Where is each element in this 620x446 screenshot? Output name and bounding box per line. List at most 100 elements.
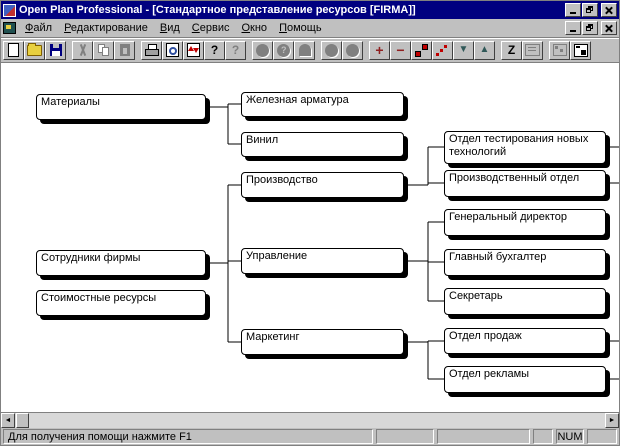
minimize-button[interactable] — [565, 3, 581, 17]
scroll-left-button[interactable]: ◄ — [1, 413, 15, 428]
node-circle-button-2[interactable] — [342, 40, 363, 60]
status-message: Для получения помощи нажмите F1 — [3, 429, 373, 444]
remove-item-button[interactable]: − — [390, 40, 411, 60]
help-button[interactable]: ? — [204, 40, 225, 60]
steps-button[interactable] — [432, 40, 453, 60]
scrollbar-track[interactable] — [29, 413, 605, 428]
copy-button[interactable] — [93, 40, 114, 60]
activity-circle-query-button[interactable] — [273, 40, 294, 60]
app-icon[interactable] — [3, 3, 16, 17]
circle-icon — [256, 43, 269, 57]
resource-node-marketing[interactable]: Маркетинг — [241, 329, 404, 355]
arrow-down-icon: ▼ — [458, 44, 469, 55]
resource-node-vinyl[interactable]: Винил — [241, 132, 404, 157]
print-preview-icon — [166, 43, 179, 57]
resource-node-production-dept[interactable]: Производственный отдел — [444, 170, 606, 197]
help-icon: ? — [210, 43, 219, 57]
move-down-button[interactable]: ▼ — [453, 40, 474, 60]
paste-button[interactable] — [114, 40, 135, 60]
status-panel-2 — [437, 429, 530, 444]
sort-button[interactable]: Z — [501, 40, 522, 60]
menu-tools[interactable]: Сервис — [191, 22, 230, 34]
horizontal-scrollbar[interactable]: ◄ ► — [1, 412, 619, 428]
status-bar: Для получения помощи нажмите F1 NUM — [1, 428, 619, 445]
fit-window-button[interactable] — [549, 40, 570, 60]
print-icon — [144, 44, 159, 56]
print-preview-button[interactable] — [162, 40, 183, 60]
restore-button[interactable] — [582, 3, 598, 17]
activity-circle-button[interactable] — [252, 40, 273, 60]
document-icon[interactable] — [3, 22, 16, 34]
menu-window[interactable]: Окно — [241, 22, 268, 34]
resource-node-cost-resources[interactable]: Стоимостные ресурсы — [36, 290, 206, 316]
activity-arch-button[interactable] — [294, 40, 315, 60]
link-nodes-icon — [415, 43, 428, 57]
notes-button[interactable] — [522, 40, 543, 60]
mdi-restore-button[interactable] — [582, 21, 598, 35]
restore-icon — [586, 24, 594, 32]
menu-edit[interactable]: Редактирование — [64, 22, 148, 34]
minimize-icon — [570, 30, 576, 32]
link-items-button[interactable] — [411, 40, 432, 60]
resource-node-general-director[interactable]: Генеральный директор — [444, 209, 606, 236]
scrollbar-thumb[interactable] — [16, 413, 29, 428]
new-document-icon — [8, 43, 19, 57]
resource-node-staff[interactable]: Сотрудники фирмы — [36, 250, 206, 276]
mdi-minimize-button[interactable] — [565, 21, 581, 35]
steps-icon — [436, 44, 449, 57]
scroll-right-button[interactable]: ► — [605, 413, 619, 428]
resource-diagram-canvas: Материалы Сотрудники фирмы Стоимостные р… — [1, 63, 619, 412]
paste-icon — [119, 44, 130, 56]
window-title: Open Plan Professional - [Стандартное пр… — [19, 4, 416, 16]
resource-node-materials[interactable]: Материалы — [36, 94, 206, 120]
resource-node-chief-accountant[interactable]: Главный бухгалтер — [444, 249, 606, 276]
menu-help[interactable]: Помощь — [279, 22, 322, 34]
circle-question-icon — [277, 43, 290, 57]
circle-icon — [325, 43, 338, 57]
resource-node-sales-dept[interactable]: Отдел продаж — [444, 328, 606, 354]
toolbar: ? ? + − ▼ ▲ Z — [1, 38, 619, 63]
node-circle-button-1[interactable] — [321, 40, 342, 60]
context-help-icon: ? — [231, 43, 240, 57]
status-panel-1 — [376, 429, 434, 444]
cut-button[interactable] — [72, 40, 93, 60]
close-button[interactable] — [601, 3, 617, 17]
copy-icon — [97, 44, 110, 56]
add-item-button[interactable]: + — [369, 40, 390, 60]
status-panel-4 — [587, 429, 617, 444]
resource-node-advertising-dept[interactable]: Отдел рекламы — [444, 366, 606, 393]
resource-node-production[interactable]: Производство — [241, 172, 404, 198]
title-bar: Open Plan Professional - [Стандартное пр… — [1, 1, 619, 19]
import-export-icon — [187, 43, 200, 57]
resource-node-iron-fittings[interactable]: Железная арматура — [241, 92, 404, 117]
arch-icon — [298, 44, 311, 56]
arrow-up-icon: ▲ — [479, 44, 490, 55]
restore-icon — [586, 6, 594, 14]
connector-lines — [206, 103, 619, 380]
open-file-button[interactable] — [24, 40, 45, 60]
resource-node-testing-dept[interactable]: Отдел тестирования новых технологий — [444, 131, 606, 164]
import-export-button[interactable] — [183, 40, 204, 60]
print-button[interactable] — [141, 40, 162, 60]
resource-node-management[interactable]: Управление — [241, 248, 404, 274]
resource-node-secretary[interactable]: Секретарь — [444, 288, 606, 315]
open-folder-icon — [27, 42, 42, 56]
menu-bar: Файл Редактирование Вид Сервис Окно Помо… — [1, 19, 619, 38]
sort-z-icon: Z — [507, 43, 516, 57]
save-button[interactable] — [45, 40, 66, 60]
menu-file[interactable]: Файл — [25, 22, 53, 34]
notes-icon — [525, 44, 540, 56]
scroll-right-icon: ► — [608, 417, 616, 424]
expand-view-button[interactable] — [570, 40, 591, 60]
context-help-button[interactable]: ? — [225, 40, 246, 60]
scroll-left-icon: ◄ — [4, 417, 12, 424]
status-panel-3 — [533, 429, 553, 444]
plus-icon: + — [375, 42, 384, 58]
cut-icon — [78, 44, 88, 56]
move-up-button[interactable]: ▲ — [474, 40, 495, 60]
new-document-button[interactable] — [3, 40, 24, 60]
num-lock-indicator: NUM — [556, 429, 584, 444]
menu-view[interactable]: Вид — [159, 22, 180, 34]
mdi-close-button[interactable] — [601, 21, 617, 35]
